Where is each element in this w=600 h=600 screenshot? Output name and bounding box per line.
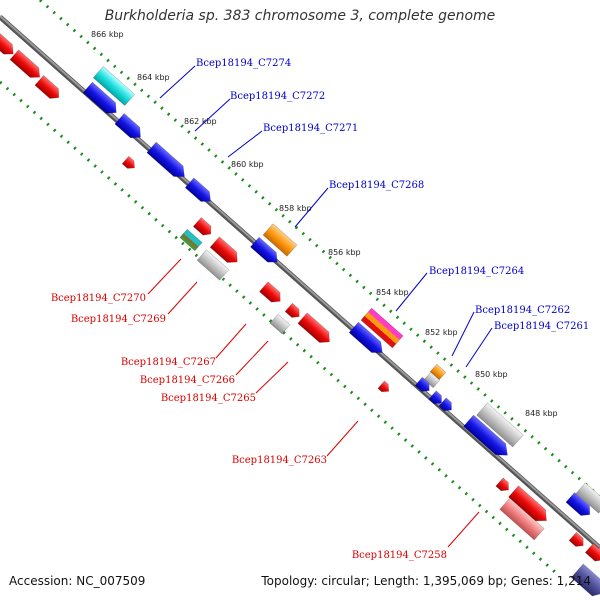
gene-arrow-forward[interactable] xyxy=(146,141,189,182)
gene-arrow-reverse[interactable] xyxy=(584,543,600,565)
gene-label-reverse[interactable]: Bcep18194_C7266 xyxy=(140,375,235,386)
gene-block[interactable] xyxy=(196,249,230,281)
gene-arrow-forward[interactable] xyxy=(414,376,433,395)
gene-arrow-forward[interactable] xyxy=(463,414,513,461)
gene-arrow-reverse[interactable] xyxy=(568,531,587,550)
gene-label-reverse[interactable]: Bcep18194_C7258 xyxy=(352,550,447,561)
gene-arrow-forward[interactable] xyxy=(82,81,121,118)
tick-label: 866 kbp xyxy=(91,30,124,39)
gene-arrow-forward[interactable] xyxy=(565,492,594,520)
gene-arrow-forward[interactable] xyxy=(184,177,215,206)
gene-arrow-reverse[interactable] xyxy=(121,155,138,171)
gene-label-reverse[interactable]: Bcep18194_C7269 xyxy=(71,314,166,325)
gene-block[interactable] xyxy=(476,402,524,448)
accession-text: Accession: NC_007509 xyxy=(9,574,146,588)
gene-label-forward[interactable]: Bcep18194_C7262 xyxy=(475,305,570,316)
gene-arrow-reverse[interactable] xyxy=(495,477,512,494)
gene-arrow-reverse[interactable] xyxy=(9,49,44,82)
gene-arrow-forward[interactable] xyxy=(570,563,600,600)
gene-label-reverse[interactable]: Bcep18194_C7265 xyxy=(161,393,256,404)
gene-arrow-reverse[interactable] xyxy=(297,312,334,347)
kbp-ticks: 866 kbp 864 kbp 862 kbp 860 kbp 858 kbp … xyxy=(91,30,558,418)
gene-arrow-reverse[interactable] xyxy=(192,217,214,239)
gene-arrow-reverse[interactable] xyxy=(259,281,284,306)
gene-block[interactable] xyxy=(92,66,136,106)
gene-block[interactable] xyxy=(360,307,404,349)
gene-label-forward[interactable]: Bcep18194_C7261 xyxy=(494,321,589,332)
forward-gene-labels: Bcep18194_C7274 Bcep18194_C7272 Bcep1819… xyxy=(159,58,589,368)
gene-label-forward[interactable]: Bcep18194_C7272 xyxy=(230,91,325,102)
gene-arrow-forward[interactable] xyxy=(438,397,455,414)
gene-arrow-forward[interactable] xyxy=(114,113,145,142)
tick-label: 854 kbp xyxy=(376,288,409,297)
gene-block[interactable] xyxy=(423,371,441,389)
gene-arrow-reverse[interactable] xyxy=(209,236,242,267)
reverse-gene-labels: Bcep18194_C7270 Bcep18194_C7269 Bcep1819… xyxy=(51,258,480,561)
gene-block[interactable] xyxy=(179,228,203,252)
gene-arrow-forward[interactable] xyxy=(428,390,445,407)
gene-block[interactable] xyxy=(499,497,545,541)
gene-label-reverse[interactable]: Bcep18194_C7263 xyxy=(232,455,327,466)
gene-arrow-reverse[interactable] xyxy=(34,75,63,103)
gene-arrow-forward[interactable] xyxy=(348,321,387,358)
gene-label-reverse[interactable]: Bcep18194_C7270 xyxy=(51,293,146,304)
tick-label: 852 kbp xyxy=(425,328,458,337)
tick-label: 856 kbp xyxy=(328,248,361,257)
tick-label: 850 kbp xyxy=(475,370,508,379)
tick-label: 860 kbp xyxy=(231,160,264,169)
genome-summary-text: Topology: circular; Length: 1,395,069 bp… xyxy=(261,574,591,588)
gene-label-forward[interactable]: Bcep18194_C7264 xyxy=(429,266,524,277)
tick-label: 858 kbp xyxy=(279,204,312,213)
tick-label: 864 kbp xyxy=(137,73,170,82)
tick-label: 862 kbp xyxy=(184,117,217,126)
gene-arrow-reverse[interactable] xyxy=(284,302,303,321)
tick-label: 848 kbp xyxy=(525,409,558,418)
gene-label-reverse[interactable]: Bcep18194_C7267 xyxy=(121,357,216,368)
gene-label-forward[interactable]: Bcep18194_C7274 xyxy=(196,58,291,69)
map-title: Burkholderia sp. 383 chromosome 3, compl… xyxy=(104,8,496,24)
outer-tick-track xyxy=(39,0,600,499)
gene-arrow-forward[interactable] xyxy=(250,236,281,267)
gene-arrow-reverse[interactable] xyxy=(508,485,552,526)
gene-block[interactable] xyxy=(269,313,291,335)
gene-block[interactable] xyxy=(262,223,298,257)
gene-label-forward[interactable]: Bcep18194_C7268 xyxy=(329,180,424,191)
gene-arrow-reverse[interactable] xyxy=(0,28,18,59)
gene-label-forward[interactable]: Bcep18194_C7271 xyxy=(263,123,358,134)
gene-arrow-reverse[interactable] xyxy=(377,380,392,395)
